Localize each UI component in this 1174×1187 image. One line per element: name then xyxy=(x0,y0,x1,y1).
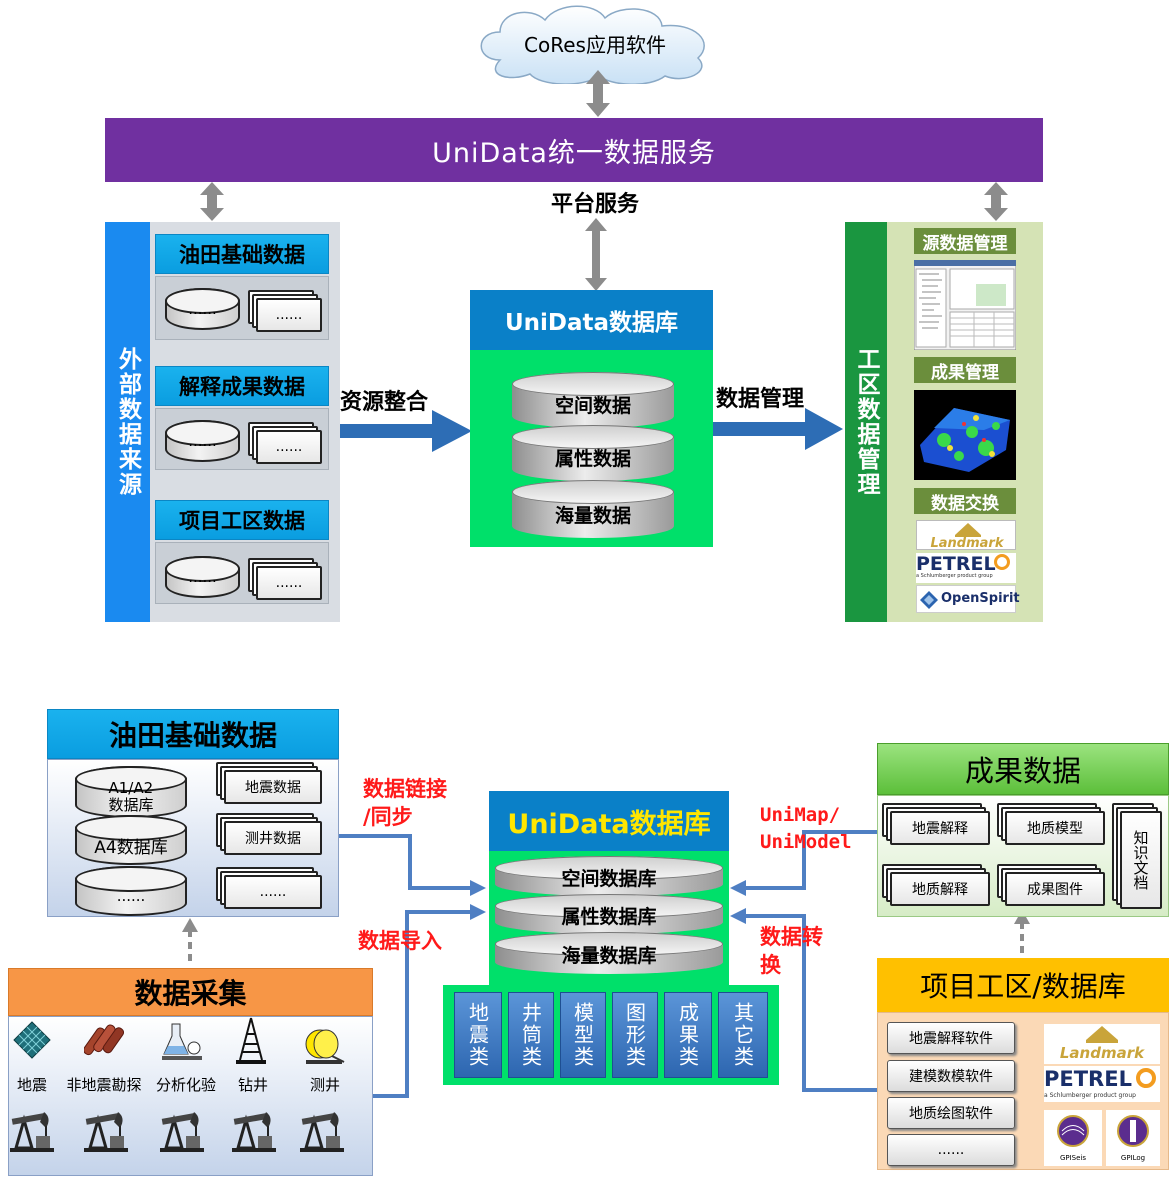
seismic-grid-icon xyxy=(13,1021,51,1059)
document-stack-logging: 测井数据 xyxy=(216,813,322,855)
software-modeling: 建模数模软件 xyxy=(887,1060,1015,1092)
document-stack: ...... xyxy=(248,290,322,332)
link-sync-label: 数据链接 /同步 xyxy=(363,777,447,829)
resource-integration-label: 资源整合 xyxy=(340,390,429,415)
document-stack-more: ...... xyxy=(216,867,322,909)
pump-jack-icon xyxy=(298,1110,346,1153)
collection-item-lab: 分析化验 xyxy=(155,1075,216,1094)
category-seismic: 地震类 xyxy=(454,992,502,1078)
landmark-logo-bottom: Landmark xyxy=(1044,1024,1160,1064)
import-label: 数据导入 xyxy=(358,929,442,953)
platform-service-label: 平台服务 xyxy=(550,192,639,217)
database-cylinder-a4: A4数据库 xyxy=(75,815,187,865)
group-header-oilfield: 油田基础数据 xyxy=(155,234,329,274)
collection-item-drilling: 钻井 xyxy=(237,1075,268,1094)
pump-jack-icon xyxy=(10,1110,56,1153)
project-title: 项目工区/数据库 xyxy=(877,958,1169,1012)
database-cylinder: ...... xyxy=(165,420,240,462)
db-layer-massive-db: 海量数据库 xyxy=(495,932,723,974)
database-cylinder-a1a2: A1/A2 数据库 xyxy=(75,766,187,818)
petrel-ring-icon xyxy=(994,554,1010,570)
openspirit-logo: OpenSpirit xyxy=(916,585,1020,613)
convert-label: 数据转 换 xyxy=(760,925,823,977)
pump-jack-icon xyxy=(82,1110,130,1153)
collection-item-non-seismic: 非地震勘探 xyxy=(66,1075,142,1094)
collection-title: 数据采集 xyxy=(8,968,373,1016)
db-title-bottom: UniData数据库 xyxy=(489,791,729,851)
document-stack: ...... xyxy=(248,422,322,464)
data-exchange-label: 数据交换 xyxy=(914,488,1016,514)
lab-flask-icon xyxy=(162,1023,202,1060)
source-data-mgmt-label: 源数据管理 xyxy=(914,228,1016,254)
document-stack-geo-model: 地质模型 xyxy=(997,803,1105,845)
software-geo-mapping: 地质绘图软件 xyxy=(887,1097,1015,1129)
knowledge-docs-stack: 知识文档 xyxy=(1112,803,1162,909)
results-title: 成果数据 xyxy=(877,743,1169,795)
petrel-logo: PETREL a Schlumberger product group xyxy=(916,553,1016,583)
gpilog-logo: GPILog xyxy=(1106,1110,1160,1166)
db-title-top: UniData数据库 xyxy=(470,290,713,350)
category-graphic: 图形类 xyxy=(612,992,658,1078)
db-layer-spatial-db: 空间数据库 xyxy=(495,856,723,896)
unidata-service-bar: UniData统一数据服务 xyxy=(105,118,1043,182)
cloud-label: CoRes应用软件 xyxy=(524,32,666,57)
collection-item-logging: 测井 xyxy=(309,1075,340,1094)
unimap-label: UniMap/ UniModel xyxy=(760,804,852,853)
software-seismic-interp: 地震解释软件 xyxy=(887,1022,1015,1054)
category-wellbore: 井筒类 xyxy=(508,992,554,1078)
software-more: ...... xyxy=(887,1134,1015,1166)
petrel-logo-bottom: PETREL a Schlumberger product group xyxy=(1044,1066,1160,1102)
openspirit-emblem-icon xyxy=(920,591,938,609)
collection-item-seismic: 地震 xyxy=(16,1075,47,1094)
database-cylinder-more: ...... xyxy=(75,866,187,916)
db-layer-attribute-db: 属性数据库 xyxy=(495,894,723,934)
exploration-tubes-icon xyxy=(84,1024,124,1056)
pump-jack-row xyxy=(10,1110,346,1153)
document-stack-seismic-interp: 地震解释 xyxy=(882,803,990,845)
cloud-shape xyxy=(480,5,705,84)
landmark-logo: Landmark xyxy=(916,520,1016,551)
software-screenshot-icon xyxy=(914,260,1016,350)
landmark-emblem-icon xyxy=(1086,1026,1118,1043)
right-arrow-icon xyxy=(713,408,843,450)
document-stack-seismic: 地震数据 xyxy=(216,762,322,804)
drilling-rig-icon xyxy=(236,1017,266,1064)
category-model: 模型类 xyxy=(560,992,606,1078)
3d-model-image-icon xyxy=(914,390,1016,480)
document-stack: ...... xyxy=(248,558,322,600)
work-area-label: 工区数据管理 xyxy=(845,222,887,622)
db-layer-massive: 海量数据 xyxy=(512,480,674,538)
results-mgmt-label: 成果管理 xyxy=(914,357,1016,383)
pump-jack-icon xyxy=(158,1110,206,1153)
group-header-project: 项目工区数据 xyxy=(155,500,329,540)
gpiseis-emblem-icon xyxy=(1057,1115,1089,1147)
pump-jack-icon xyxy=(230,1110,278,1153)
group-header-interpretation: 解释成果数据 xyxy=(155,366,329,406)
petrel-ring-icon xyxy=(1136,1068,1156,1088)
db-layer-attribute: 属性数据 xyxy=(512,425,674,481)
document-stack-result-maps: 成果图件 xyxy=(997,864,1105,906)
oilfield-title: 油田基础数据 xyxy=(47,709,339,759)
logging-reel-icon xyxy=(305,1029,345,1064)
db-layer-spatial: 空间数据 xyxy=(512,372,674,428)
gpilog-emblem-icon xyxy=(1117,1115,1149,1147)
database-cylinder: ...... xyxy=(165,288,240,330)
category-other: 其它类 xyxy=(718,992,768,1078)
data-management-label: 数据管理 xyxy=(716,387,805,412)
right-arrow-icon xyxy=(340,410,472,452)
external-sources-label: 外部数据来源 xyxy=(105,222,150,622)
landmark-emblem-icon xyxy=(955,523,981,537)
category-result: 成果类 xyxy=(664,992,712,1078)
document-stack-geo-interp: 地质解释 xyxy=(882,864,990,906)
database-cylinder: ...... xyxy=(165,556,240,598)
gpiseis-logo: GPISeis xyxy=(1044,1110,1102,1166)
